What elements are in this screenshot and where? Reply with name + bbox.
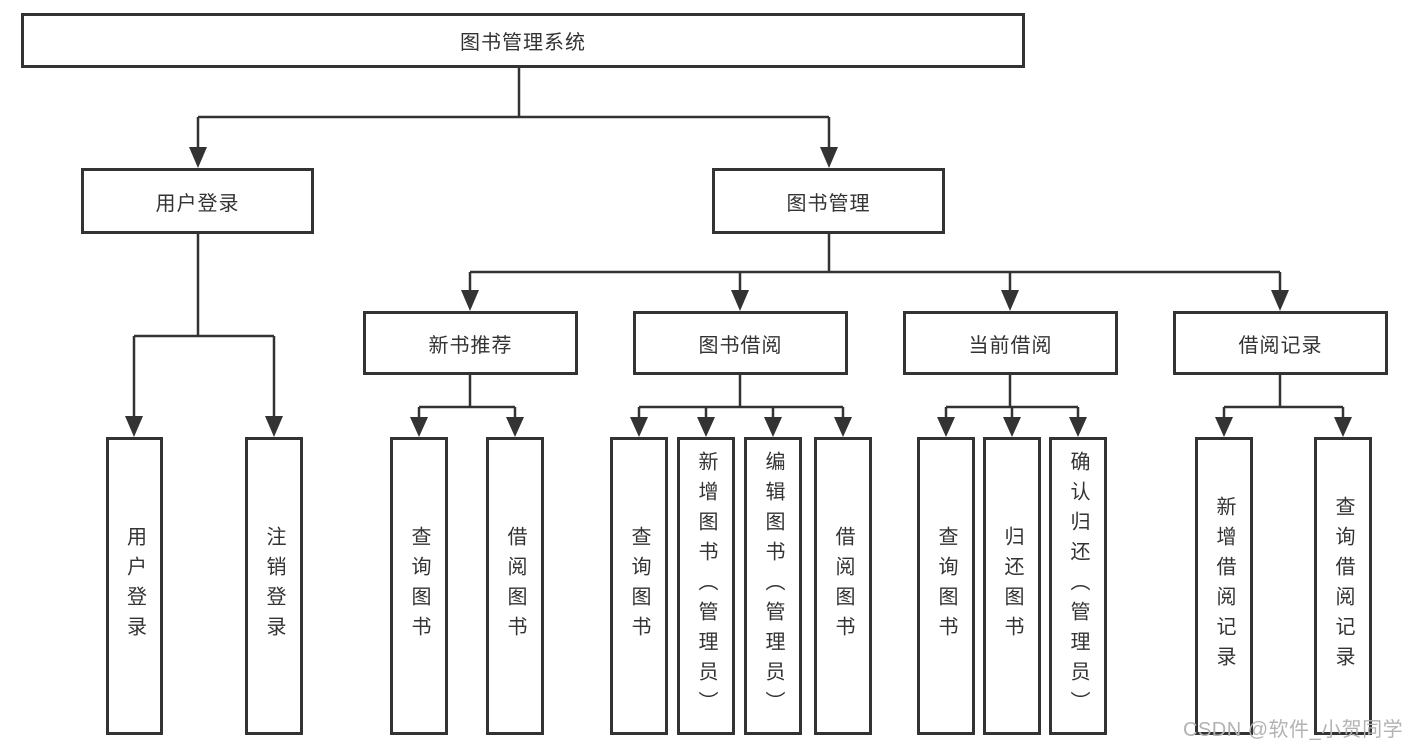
leaf-add-books-admin: 新增图书（管理员） — [677, 437, 735, 735]
node-current-borrow: 当前借阅 — [903, 311, 1118, 375]
arrowheads-level2 — [189, 147, 838, 168]
node-borrow-records: 借阅记录 — [1173, 311, 1388, 375]
leaf-edit-books-admin: 编辑图书（管理员） — [744, 437, 802, 735]
arrowheads-bookborrow-leaves — [630, 417, 852, 437]
arrowheads-borrowrecords-leaves — [1215, 417, 1352, 437]
arrowheads-currentborrow-leaves — [937, 417, 1087, 437]
csdn-watermark: CSDN @软件_小贺同学 — [1183, 719, 1404, 741]
arrowheads-newbooks-leaves — [410, 417, 524, 437]
connector-bookborrow-to-leaves — [637, 375, 845, 420]
connector-userlogin-to-leaves — [132, 234, 276, 418]
connector-root-to-level2 — [196, 68, 831, 150]
leaf-confirm-return-admin: 确认归还（管理员） — [1049, 437, 1107, 735]
connector-newbooks-to-leaves — [417, 375, 517, 420]
node-book-borrow: 图书借阅 — [633, 311, 848, 375]
connector-borrowrecords-to-leaves — [1222, 375, 1345, 420]
leaf-query-borrow-record: 查询借阅记录 — [1314, 437, 1372, 735]
leaf-return-books: 归还图书 — [983, 437, 1041, 735]
node-root-system: 图书管理系统 — [21, 13, 1025, 68]
arrowheads-userlogin-leaves — [125, 416, 283, 437]
leaf-logout: 注销登录 — [245, 437, 303, 735]
connector-currentborrow-to-leaves — [944, 375, 1080, 420]
leaf-add-borrow-record: 新增借阅记录 — [1195, 437, 1253, 735]
leaf-query-books-1: 查询图书 — [390, 437, 448, 735]
node-book-management: 图书管理 — [712, 168, 945, 234]
leaf-user-login: 用户登录 — [106, 437, 163, 735]
leaf-query-books-2: 查询图书 — [610, 437, 668, 735]
leaf-borrow-books-2: 借阅图书 — [814, 437, 872, 735]
leaf-query-books-3: 查询图书 — [917, 437, 975, 735]
arrowheads-level3 — [461, 290, 1289, 311]
leaf-borrow-books-1: 借阅图书 — [486, 437, 544, 735]
connector-bookmgmt-to-level3 — [468, 233, 1282, 292]
node-new-book-recommend: 新书推荐 — [363, 311, 578, 375]
node-user-login: 用户登录 — [81, 168, 314, 234]
